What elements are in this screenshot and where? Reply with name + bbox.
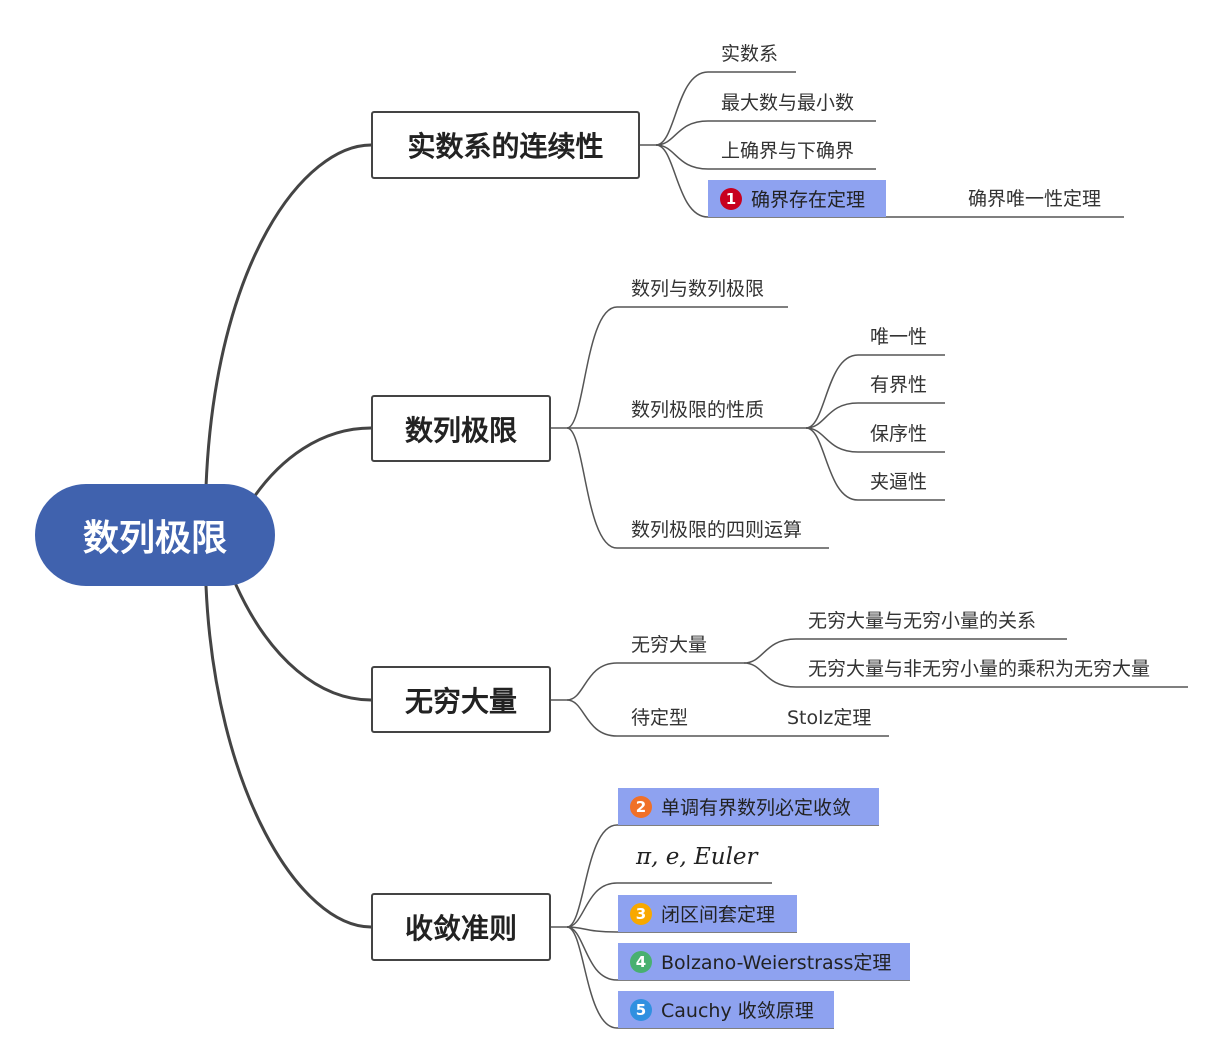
formula-pi-e-euler[interactable]: π, e, Euler xyxy=(636,844,758,870)
leaf-max-min[interactable]: 最大数与最小数 xyxy=(721,92,855,114)
root-title: 数列极限 xyxy=(82,518,227,559)
leaf-boundedness[interactable]: 有界性 xyxy=(870,374,928,396)
connector-b1-i1 xyxy=(655,71,796,146)
branch-title: 无穷大量 xyxy=(404,684,517,718)
branch-title: 收敛准则 xyxy=(404,912,517,945)
leaf-bound-uniqueness[interactable]: 确界唯一性定理 xyxy=(968,188,1102,210)
connector-b2-i2-c1 xyxy=(805,354,945,429)
leaf-sup-inf[interactable]: 上确界与下确界 xyxy=(721,140,855,162)
connector-b2-i2-c3 xyxy=(805,427,945,453)
connector-b4-i4 xyxy=(566,926,910,981)
node-label: 确界存在定理 xyxy=(751,189,866,211)
root-node[interactable]: 数列极限 xyxy=(35,484,275,586)
leaf-sequence-and-limit[interactable]: 数列与数列极限 xyxy=(631,278,765,300)
highlight-node-monotone-bounded[interactable]: 2 单调有界数列必定收敛 xyxy=(618,788,879,825)
badge-number: 3 xyxy=(630,902,652,925)
highlight-node-completeness-theorem[interactable]: 1 确界存在定理 xyxy=(708,180,886,217)
node-label: Bolzano-Weierstrass定理 xyxy=(661,952,892,974)
leaf-uniqueness[interactable]: 唯一性 xyxy=(870,326,928,348)
connector-root-b1 xyxy=(204,143,373,489)
connector-b1-i4 xyxy=(655,144,886,218)
node-label: 单调有界数列必定收敛 xyxy=(661,797,852,819)
badge-number: 2 xyxy=(630,795,652,818)
badge-number: 1 xyxy=(720,187,742,210)
leaf-indeterminate-form[interactable]: 待定型 xyxy=(631,707,689,729)
leaf-infinity-infinitesimal-relation[interactable]: 无穷大量与无穷小量的关系 xyxy=(808,610,1037,632)
connector-root-b4 xyxy=(204,584,373,929)
connector-b3-i2 xyxy=(566,699,889,737)
leaf-real-number-system[interactable]: 实数系 xyxy=(721,43,779,65)
branch-title: 数列极限 xyxy=(404,413,517,447)
connector-b2-i1 xyxy=(566,306,788,429)
connector-b4-i1 xyxy=(566,824,879,928)
connector-b2-i2-c4 xyxy=(805,427,945,501)
branch-title: 实数系的连续性 xyxy=(407,130,604,163)
leaf-squeeze[interactable]: 夹逼性 xyxy=(870,471,928,493)
badge-number: 4 xyxy=(630,950,652,973)
leaf-limit-arithmetic[interactable]: 数列极限的四则运算 xyxy=(631,519,803,541)
connector-b4-i3 xyxy=(566,926,797,933)
connector-b2-i3 xyxy=(566,427,829,549)
connector-b2-i2-c2 xyxy=(805,402,945,429)
leaf-order-preservation[interactable]: 保序性 xyxy=(870,423,928,445)
branch-node-infinity[interactable]: 无穷大量 xyxy=(371,666,551,733)
branch-node-sequence-limit[interactable]: 数列极限 xyxy=(371,395,551,462)
highlight-node-cauchy-criterion[interactable]: 5 Cauchy 收敛原理 xyxy=(618,991,834,1028)
highlight-node-nested-intervals[interactable]: 3 闭区间套定理 xyxy=(618,895,797,932)
connector-b3-i1 xyxy=(566,662,744,701)
badge-number: 5 xyxy=(630,998,652,1021)
connector-root-b3 xyxy=(234,583,373,702)
connector-b3-i1-c2 xyxy=(743,662,1188,688)
connector-b4-i2 xyxy=(566,882,772,928)
leaf-infinity-product[interactable]: 无穷大量与非无穷小量的乘积为无穷大量 xyxy=(808,658,1151,680)
node-label: Cauchy 收敛原理 xyxy=(661,1000,814,1022)
connector-b4-i5 xyxy=(566,926,834,1029)
connector-root-b2 xyxy=(252,426,373,499)
connector-b1-i3 xyxy=(655,144,876,170)
highlight-node-bolzano-weierstrass[interactable]: 4 Bolzano-Weierstrass定理 xyxy=(618,943,910,980)
node-label: 闭区间套定理 xyxy=(661,904,776,926)
branch-node-convergence-criteria[interactable]: 收敛准则 xyxy=(371,893,551,961)
branch-node-real-number-continuity[interactable]: 实数系的连续性 xyxy=(371,111,640,179)
leaf-stolz-theorem[interactable]: Stolz定理 xyxy=(787,707,872,729)
leaf-infinitely-large[interactable]: 无穷大量 xyxy=(631,634,708,656)
connector-b1-i2 xyxy=(655,120,876,146)
leaf-limit-properties[interactable]: 数列极限的性质 xyxy=(631,399,765,421)
connector-b3-i1-c1 xyxy=(743,638,1067,664)
